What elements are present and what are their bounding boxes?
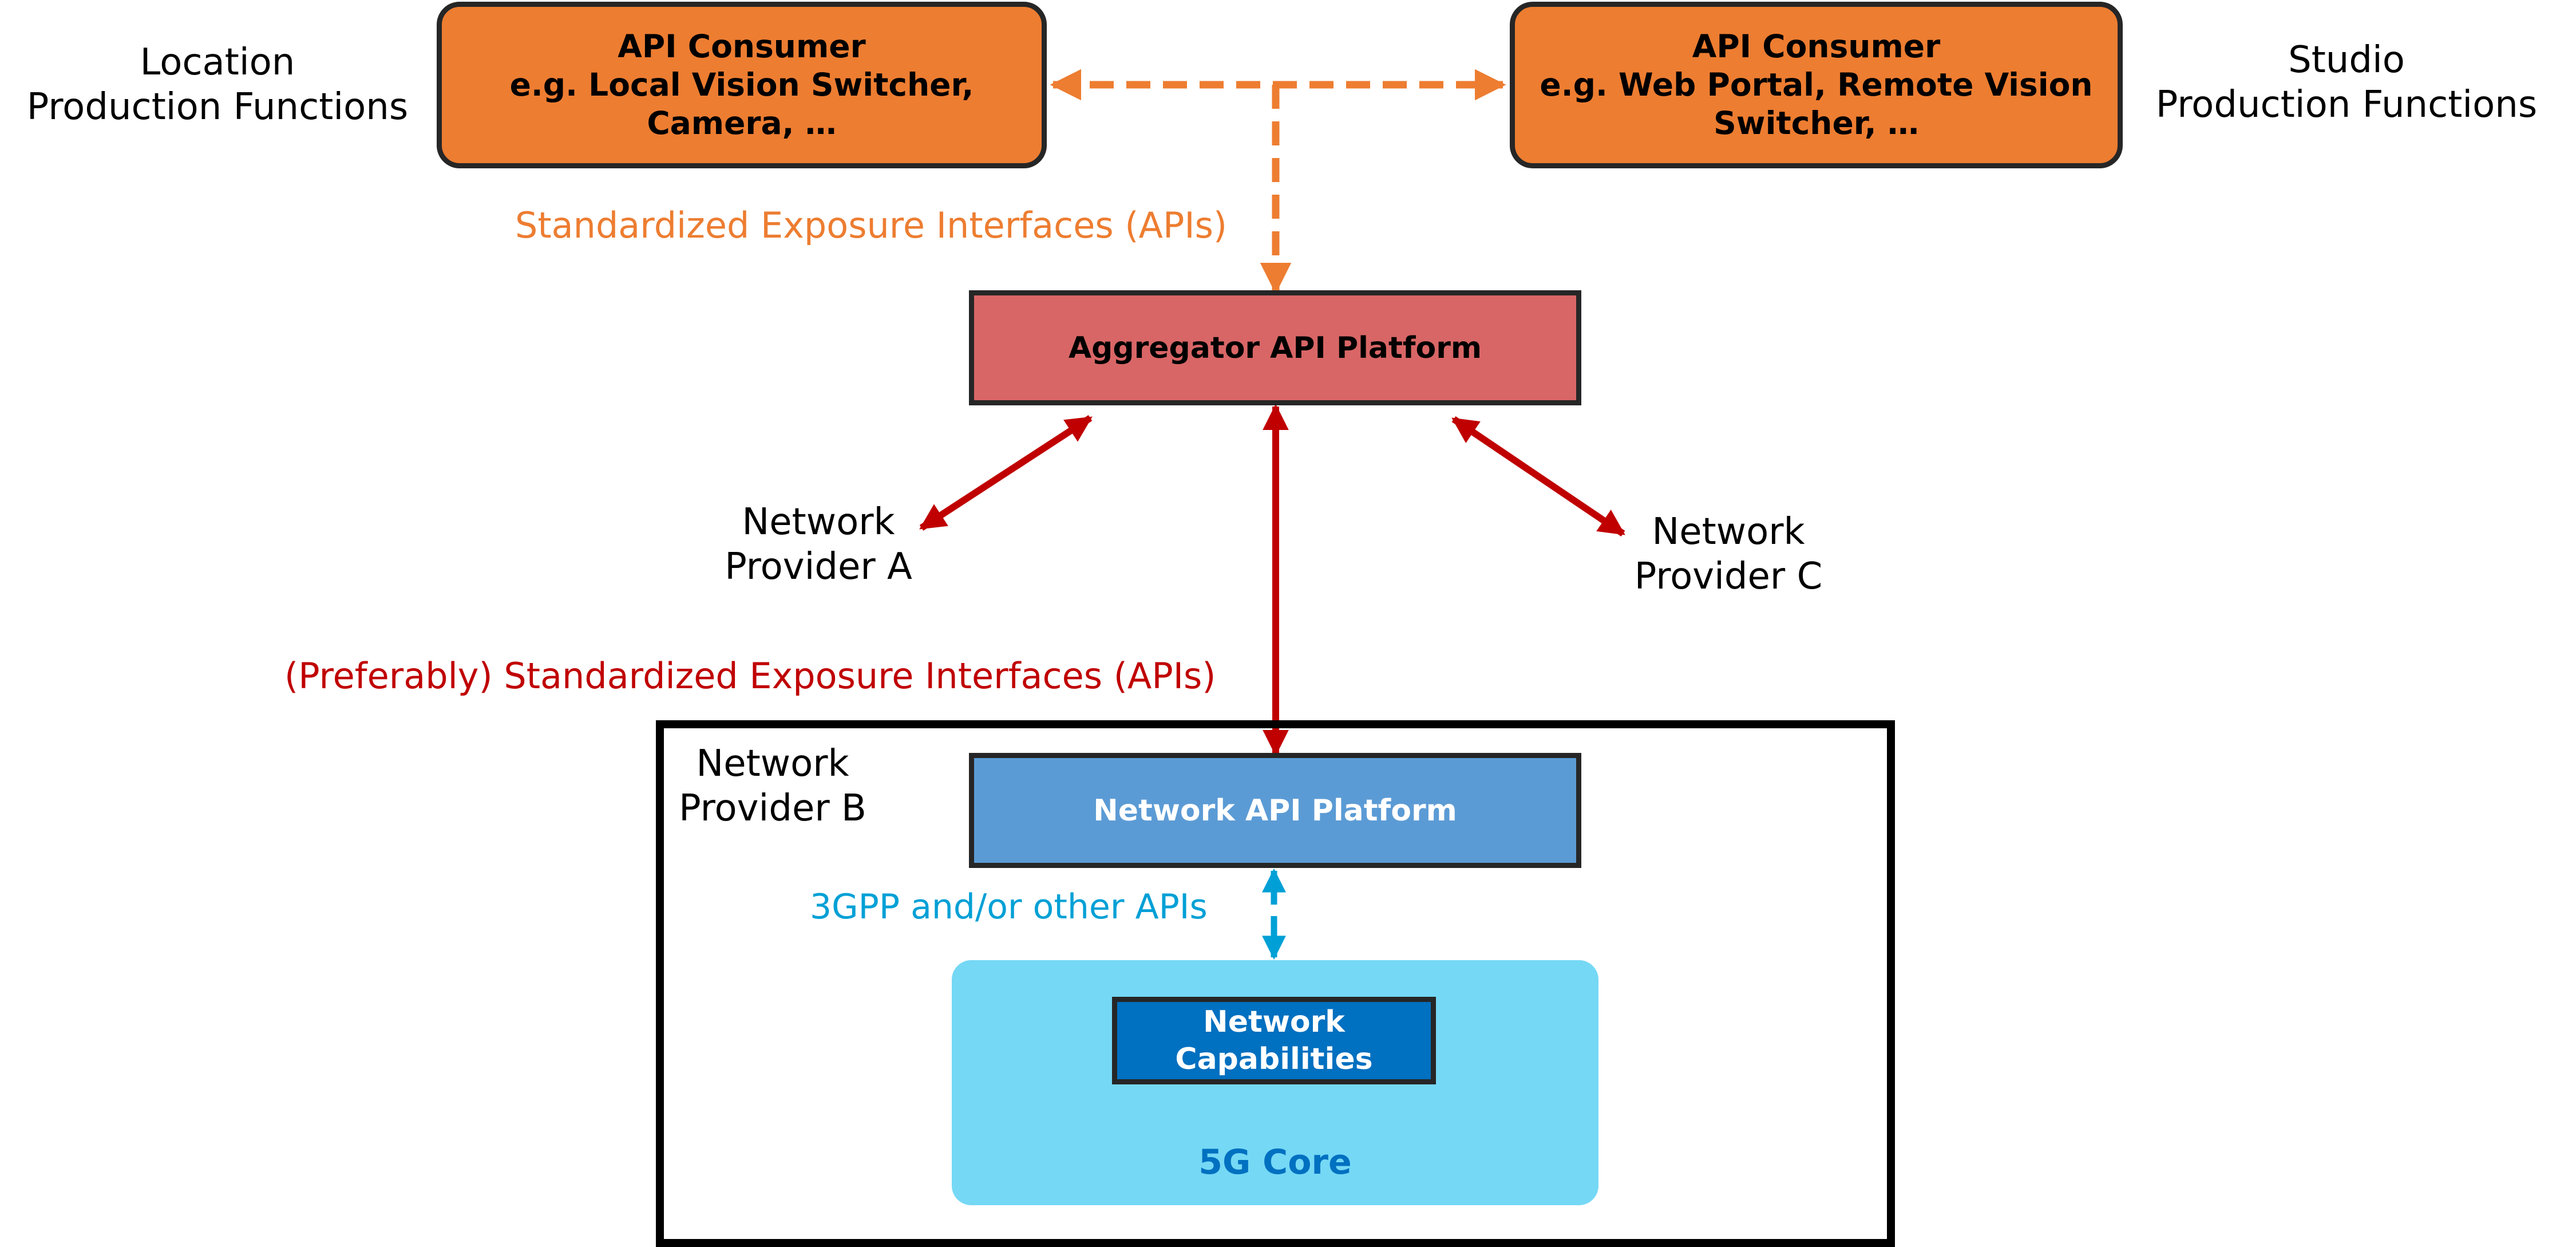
provider-a-line-1: Network [742, 501, 895, 543]
capabilities-line-2: Capabilities [1175, 1041, 1373, 1076]
consumer-left-title: API Consumer [618, 28, 866, 65]
network-capabilities-box[interactable]: Network Capabilities [1112, 997, 1436, 1084]
capabilities-line-1: Network [1203, 1004, 1345, 1039]
provider-c-line-2: Provider C [1634, 555, 1823, 598]
consumer-right-title: API Consumer [1692, 28, 1941, 65]
api-consumer-studio-box[interactable]: API Consumer e.g. Web Portal, Remote Vis… [1510, 2, 2123, 168]
aggregator-api-platform-box[interactable]: Aggregator API Platform [969, 290, 1581, 405]
threegpp-apis-label: 3GPP and/or other APIs [810, 887, 1208, 927]
consumer-right-examples-1: e.g. Web Portal, Remote Vision [1540, 66, 2093, 103]
location-label-line-1: Location [140, 41, 295, 84]
aggregator-to-provider-c-arrow [1451, 416, 1625, 536]
location-production-functions-label: Location Production Functions [23, 40, 412, 129]
studio-label-line-1: Studio [2288, 39, 2405, 81]
studio-production-functions-label: Studio Production Functions [2152, 38, 2541, 127]
5g-core-label: 5G Core [1198, 1142, 1352, 1182]
consumer-left-examples-1: e.g. Local Vision Switcher, [509, 66, 974, 103]
consumer-right-examples-2: Switcher, … [1714, 105, 1919, 141]
aggregator-label: Aggregator API Platform [1068, 330, 1482, 365]
provider-b-line-2: Provider B [679, 787, 866, 830]
location-label-line-2: Production Functions [26, 86, 409, 128]
preferably-standardized-interfaces-label: (Preferably) Standardized Exposure Inter… [284, 655, 1216, 697]
aggregator-to-provider-a-arrow [919, 415, 1093, 531]
consumer-left-examples-2: Camera, … [647, 105, 837, 141]
network-provider-b-label: Network Provider B [658, 741, 887, 831]
network-api-platform-box[interactable]: Network API Platform [969, 753, 1581, 868]
studio-label-line-2: Production Functions [2155, 84, 2538, 126]
network-provider-c-label: Network Provider C [1614, 510, 1843, 599]
provider-a-line-2: Provider A [725, 546, 912, 588]
network-api-platform-label: Network API Platform [1093, 793, 1457, 828]
network-provider-a-label: Network Provider A [704, 500, 933, 589]
standardized-interfaces-label: Standardized Exposure Interfaces (APIs) [515, 204, 1228, 246]
provider-b-line-1: Network [696, 743, 849, 785]
provider-c-line-1: Network [1652, 511, 1805, 553]
api-consumer-location-box[interactable]: API Consumer e.g. Local Vision Switcher,… [437, 2, 1047, 168]
